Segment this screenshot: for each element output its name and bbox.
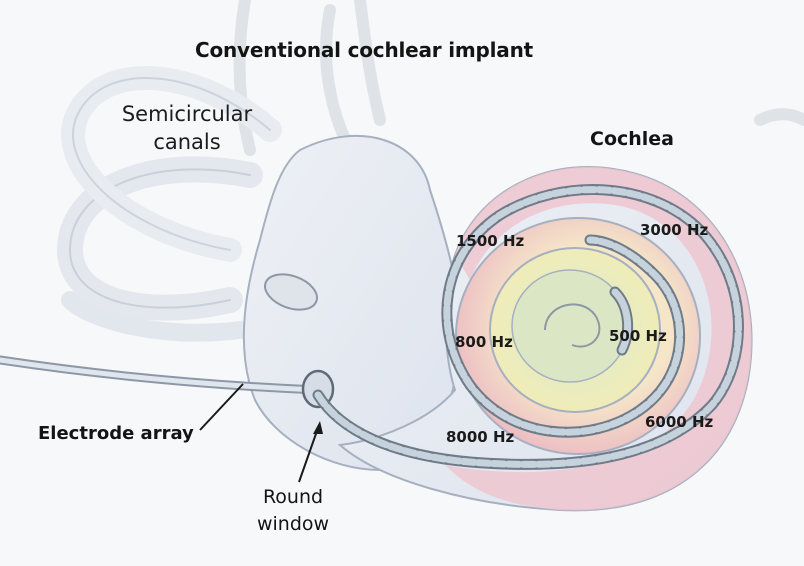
frequency-label-1500: 1500 Hz: [456, 232, 525, 250]
cochlea-label: Cochlea: [590, 128, 675, 150]
round-window-label: Round window: [256, 486, 330, 535]
semicircular-canals: [56, 66, 282, 342]
electrode-array-label: Electrode array: [38, 423, 194, 444]
frequency-label-6000: 6000 Hz: [645, 413, 714, 431]
cochlea-helicotrema: [544, 303, 601, 348]
electrode-array-pointer: [199, 383, 244, 431]
frequency-label-3000: 3000 Hz: [640, 221, 709, 239]
cochlea-base-turn: [445, 166, 752, 511]
background-vessels: [233, 0, 804, 156]
oval-window: [264, 273, 318, 311]
round-window-pointer: [298, 427, 319, 483]
cochlea-apex: [511, 269, 629, 383]
frequency-label-8000: 8000 Hz: [446, 428, 515, 446]
frequency-label-800: 800 Hz: [455, 333, 513, 351]
semicircular-canals-label: Semicircular canals: [121, 102, 253, 154]
diagram-title: Conventional cochlear implant: [195, 38, 533, 62]
frequency-label-500: 500 Hz: [609, 327, 667, 345]
round-window-arrowhead: [313, 421, 323, 434]
electrode-array: [312, 184, 744, 470]
